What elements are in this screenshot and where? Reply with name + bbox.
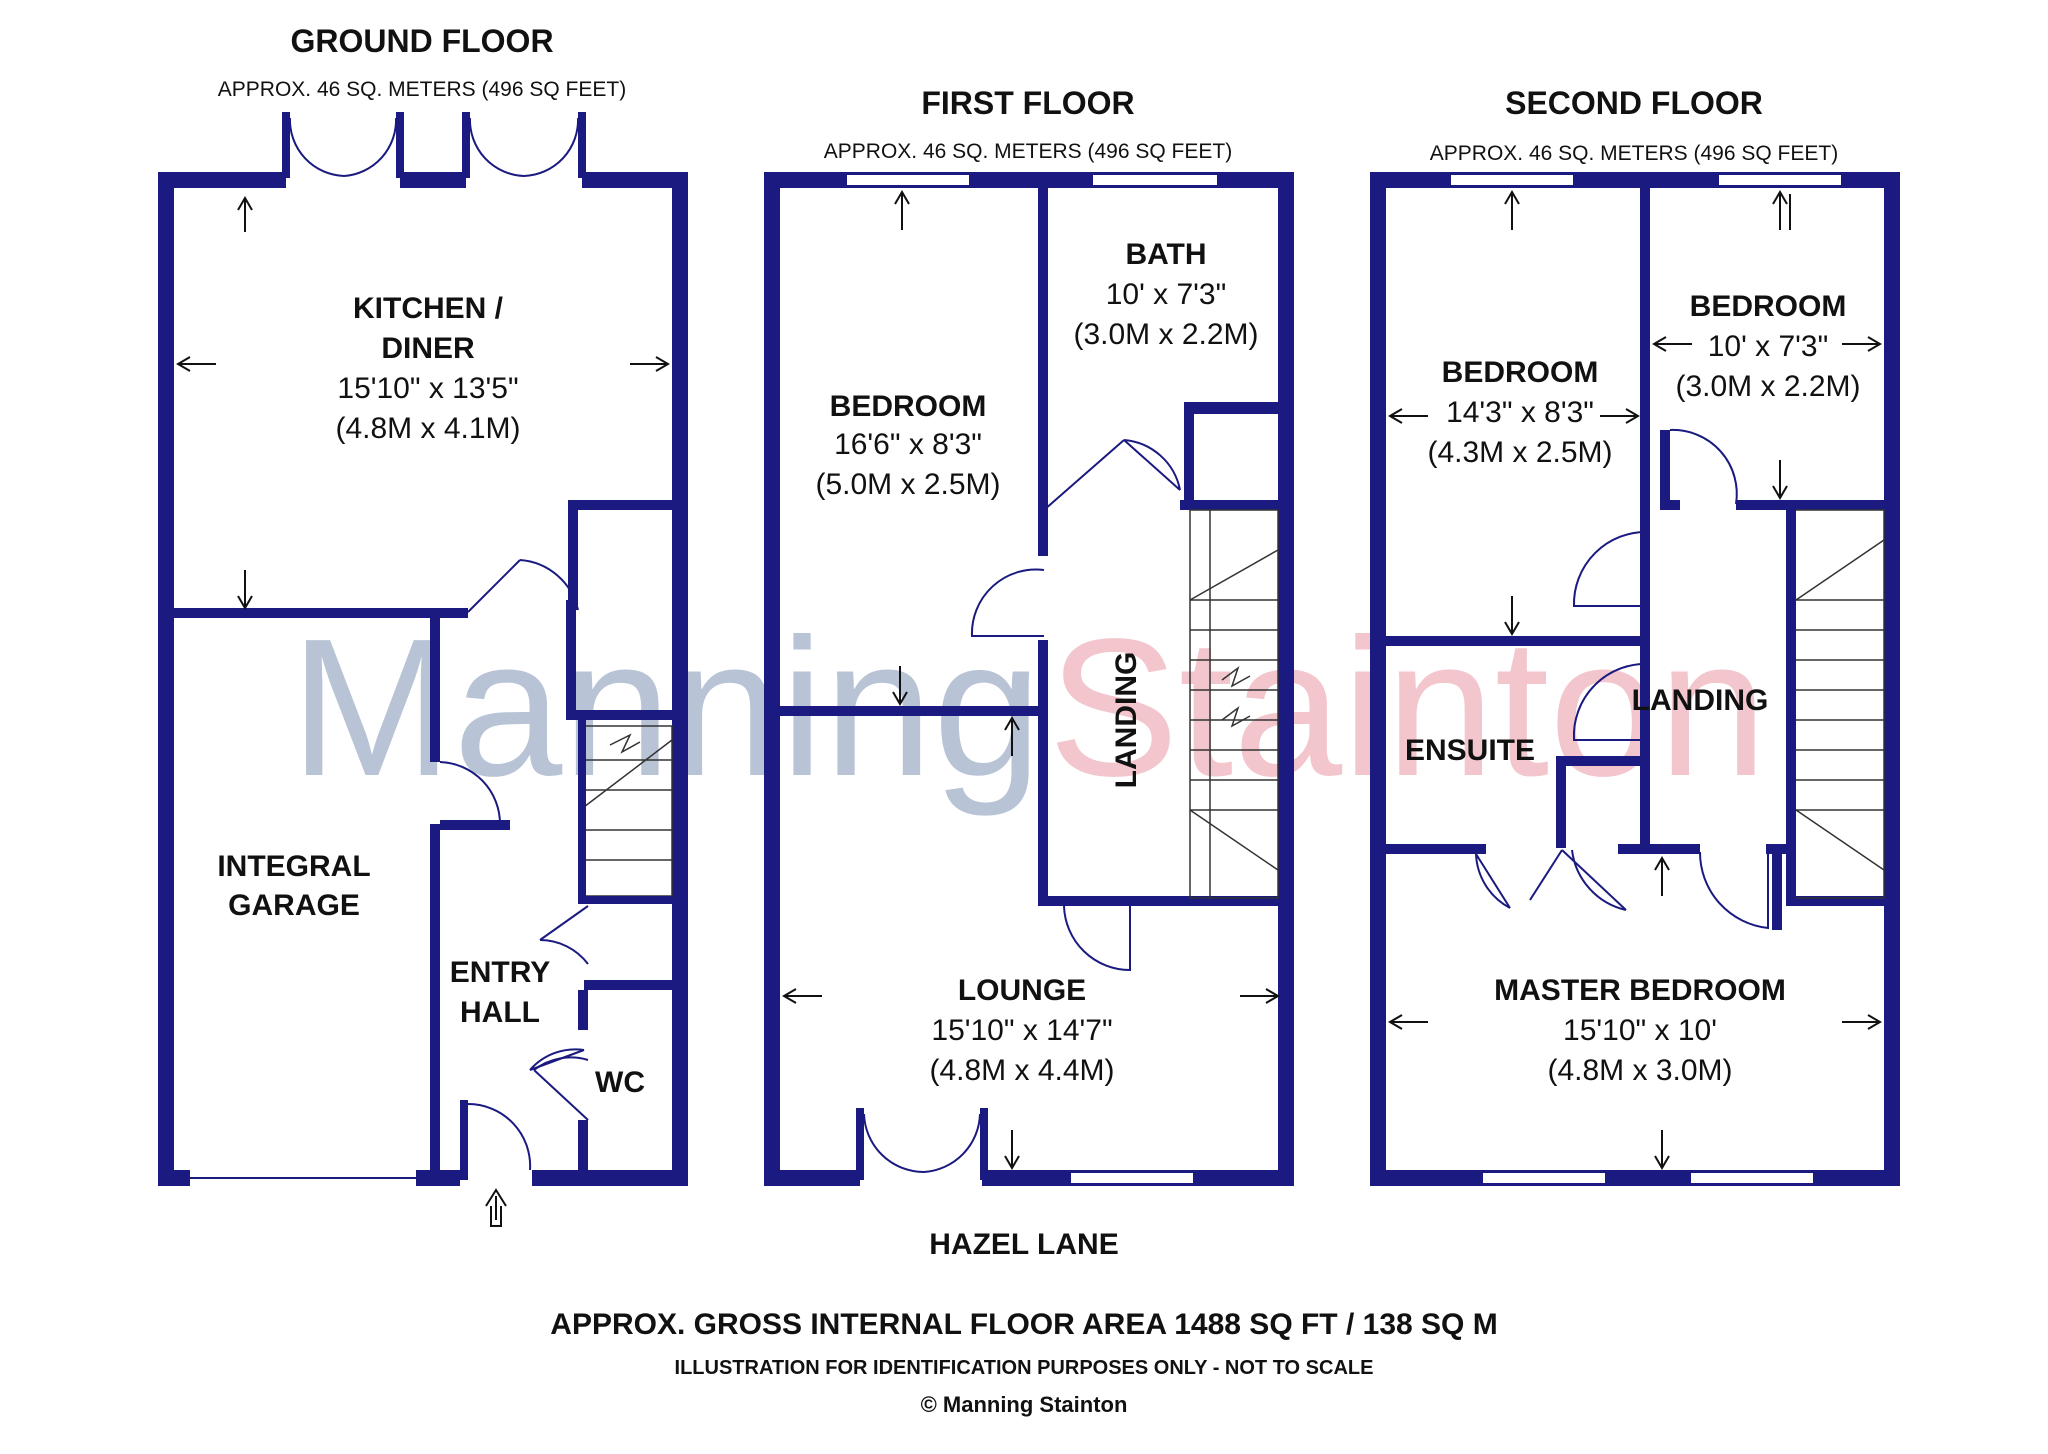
second-bedroom-left-label: BEDROOM — [1442, 356, 1599, 389]
second-bedroom-left-dim-imperial: 14'3" x 8'3" — [1446, 396, 1594, 429]
first-bedroom-dim-metric: (5.0M x 2.5M) — [815, 468, 1000, 501]
disclaimer-label: ILLUSTRATION FOR IDENTIFICATION PURPOSES… — [675, 1357, 1374, 1379]
second-bedroom-right-label: BEDROOM — [1690, 290, 1847, 323]
bath-dim-metric: (3.0M x 2.2M) — [1073, 318, 1258, 351]
ground-floor-title: GROUND FLOOR — [290, 23, 553, 59]
ensuite-label: ENSUITE — [1405, 734, 1535, 767]
entry-hall-label-2: HALL — [460, 996, 540, 1029]
first-floor-area: APPROX. 46 SQ. METERS (496 SQ FEET) — [824, 140, 1232, 163]
wc-label: WC — [595, 1066, 645, 1099]
first-floor-plan — [764, 172, 1791, 1186]
kitchen-dim-metric: (4.8M x 4.1M) — [335, 412, 520, 445]
second-bedroom-left-dim-metric: (4.3M x 2.5M) — [1427, 436, 1612, 469]
master-bedroom-label: MASTER BEDROOM — [1494, 974, 1786, 1007]
kitchen-label-2: DINER — [381, 332, 475, 365]
second-floor-title: SECOND FLOOR — [1505, 85, 1763, 121]
second-bedroom-right-dim-imperial: 10' x 7'3" — [1708, 330, 1829, 363]
second-bedroom-right-dim-metric: (3.0M x 2.2M) — [1675, 370, 1860, 403]
kitchen-dim-imperial: 15'10" x 13'5" — [337, 372, 518, 405]
second-floor-plan — [1370, 172, 1900, 1186]
bath-label: BATH — [1125, 238, 1206, 271]
ground-floor-plan — [158, 112, 688, 1227]
garage-label-2: GARAGE — [228, 889, 360, 922]
master-bedroom-dim-imperial: 15'10" x 10' — [1563, 1014, 1717, 1047]
lounge-dim-imperial: 15'10" x 14'7" — [931, 1014, 1112, 1047]
gross-area-label: APPROX. GROSS INTERNAL FLOOR AREA 1488 S… — [550, 1308, 1497, 1341]
first-floor-title: FIRST FLOOR — [921, 85, 1134, 121]
first-bedroom-dim-imperial: 16'6" x 8'3" — [834, 428, 982, 461]
lounge-label: LOUNGE — [958, 974, 1086, 1007]
first-bedroom-label: BEDROOM — [830, 390, 987, 423]
copyright-label: © Manning Stainton — [921, 1392, 1128, 1417]
entry-hall-label-1: ENTRY — [450, 956, 551, 989]
garage-label-1: INTEGRAL — [217, 850, 370, 883]
kitchen-label-1: KITCHEN / — [353, 292, 504, 325]
second-landing-label: LANDING — [1632, 684, 1769, 717]
ground-floor-area: APPROX. 46 SQ. METERS (496 SQ FEET) — [218, 78, 626, 101]
first-landing-label: LANDING — [1110, 652, 1143, 789]
lounge-dim-metric: (4.8M x 4.4M) — [929, 1054, 1114, 1087]
master-bedroom-dim-metric: (4.8M x 3.0M) — [1547, 1054, 1732, 1087]
bath-dim-imperial: 10' x 7'3" — [1106, 278, 1227, 311]
second-floor-area: APPROX. 46 SQ. METERS (496 SQ FEET) — [1430, 142, 1838, 165]
street-label: HAZEL LANE — [929, 1228, 1118, 1261]
